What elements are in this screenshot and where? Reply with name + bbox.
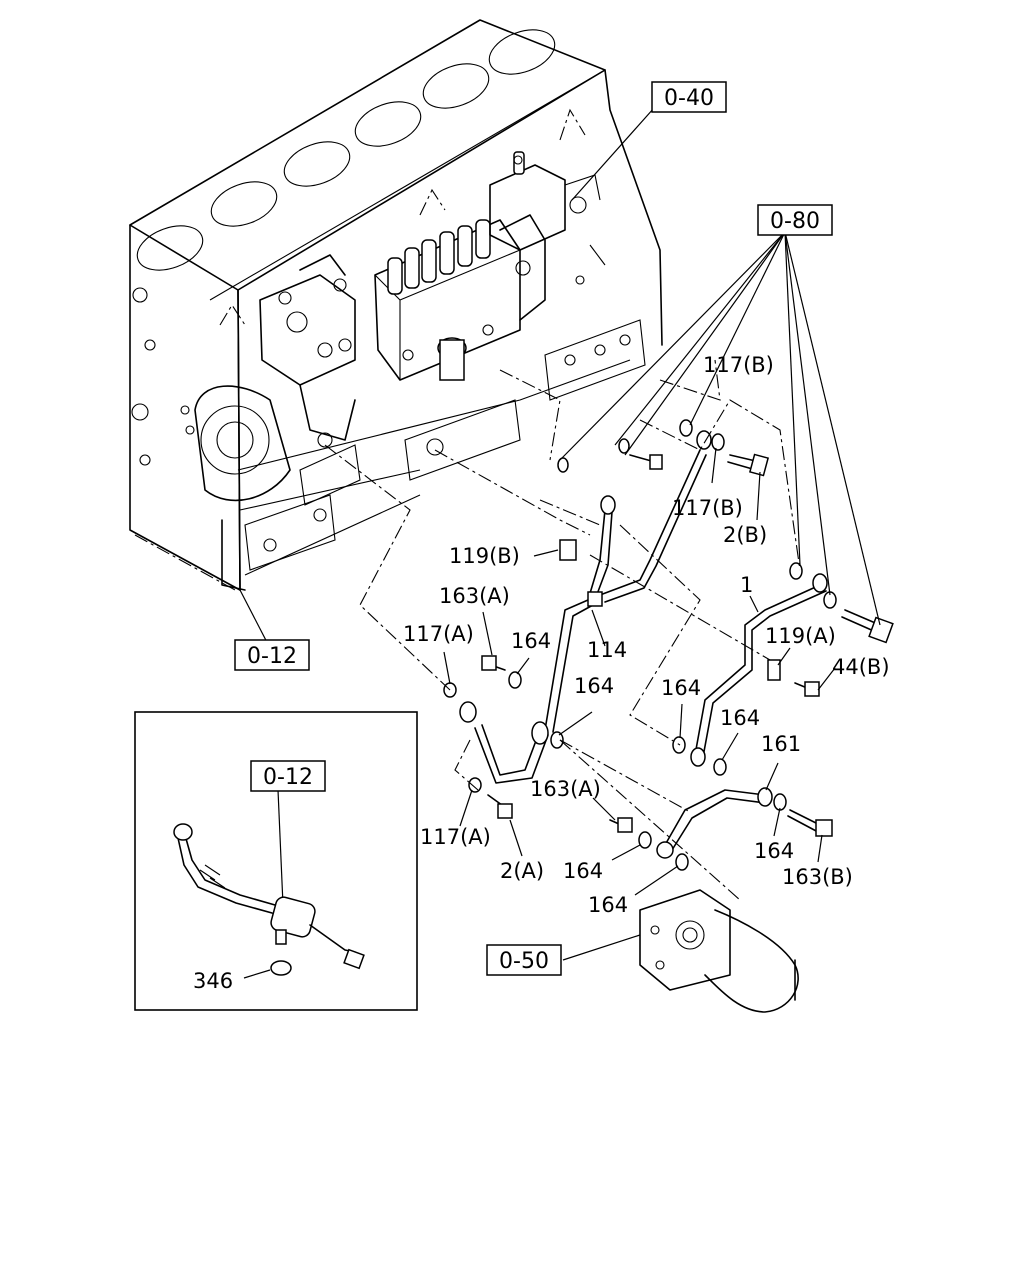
- callout-164-f: 164: [588, 893, 628, 917]
- callout-163B: 163(B): [782, 865, 853, 889]
- callout-164-d: 164: [720, 706, 760, 730]
- pipe-114: [459, 430, 712, 784]
- ref-box-0-12-main: 0-12: [234, 639, 310, 671]
- pipe-161: [656, 787, 773, 859]
- callout-117B-top: 117(B): [703, 353, 774, 377]
- callout-117A-bot: 117(A): [420, 825, 491, 849]
- callout-164-c: 164: [661, 676, 701, 700]
- callout-117A-top: 117(A): [403, 622, 474, 646]
- injection-pump: [374, 214, 546, 381]
- callout-1: 1: [740, 573, 753, 597]
- ref-0-80-label: 0-80: [770, 209, 820, 234]
- ref-0-12-main-label: 0-12: [247, 644, 297, 669]
- callout-labels: 117(B) 117(B) 2(B) 1 119(B) 163(A) 117(A…: [193, 353, 890, 993]
- feed-pump: [259, 254, 356, 448]
- filter-bracket: [489, 151, 606, 285]
- ref-0-40-label: 0-40: [664, 86, 714, 111]
- ref-0-50-label: 0-50: [499, 949, 549, 974]
- ref-box-0-50: 0-50: [486, 944, 562, 976]
- callout-164-b: 164: [574, 674, 614, 698]
- inset-detail: [134, 711, 418, 1011]
- leader-lines: [239, 107, 881, 961]
- callout-164-e: 164: [563, 859, 603, 883]
- callout-117B-mid: 117(B): [672, 496, 743, 520]
- callout-163A-top: 163(A): [439, 584, 510, 608]
- assembly-center-lines: [324, 359, 801, 901]
- callout-114: 114: [587, 638, 627, 662]
- callout-119A: 119(A): [765, 624, 836, 648]
- callout-161: 161: [761, 732, 801, 756]
- ref-box-0-40: 0-40: [651, 81, 727, 113]
- callout-163A-mid: 163(A): [530, 777, 601, 801]
- engine-block: [129, 19, 663, 591]
- callout-2B: 2(B): [723, 523, 767, 547]
- callout-2A: 2(A): [500, 859, 544, 883]
- callout-44B: 44(B): [832, 655, 890, 679]
- ref-0-12-inset-label: 0-12: [263, 765, 313, 790]
- ref-box-0-12-inset: 0-12: [250, 760, 326, 792]
- callout-119B: 119(B): [449, 544, 520, 568]
- pipe-1: [690, 573, 828, 767]
- callout-164-g: 164: [754, 839, 794, 863]
- oil-filter: [639, 889, 799, 1013]
- callout-346: 346: [193, 969, 233, 993]
- ref-box-0-80: 0-80: [757, 204, 833, 236]
- callout-164-a: 164: [511, 629, 551, 653]
